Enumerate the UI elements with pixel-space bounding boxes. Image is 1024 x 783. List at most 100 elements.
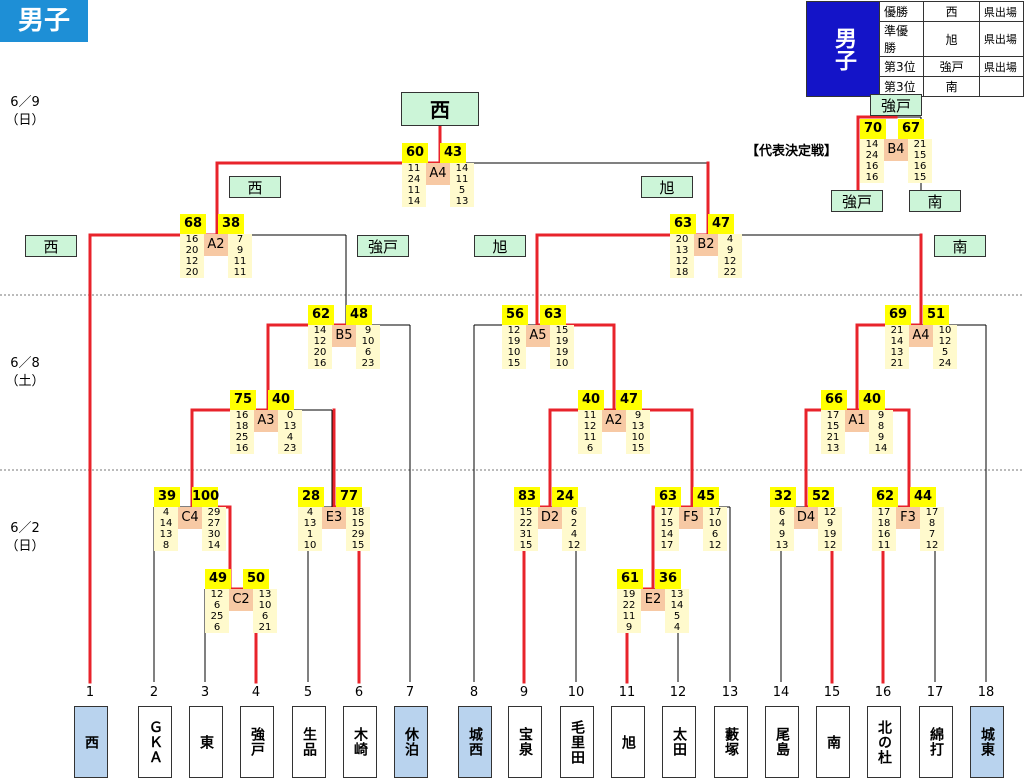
match-score-left: 75	[230, 390, 256, 410]
quarter-winner-1: 西	[25, 235, 77, 257]
match-score-right: 100	[192, 487, 219, 507]
team-number: 6	[354, 685, 364, 700]
match-score-right: 47	[616, 390, 642, 410]
team-number: 2	[149, 685, 159, 700]
match-score-right: 43	[440, 143, 466, 163]
team-name-box: 藪塚	[714, 706, 748, 778]
match-score-right: 47	[708, 214, 734, 234]
match-sets-left: 16 18 25 16	[230, 410, 254, 454]
team-name-box: 生品	[292, 706, 326, 778]
match-id: B2	[694, 234, 718, 256]
team-name-box: 毛里田	[560, 706, 594, 778]
match-sets-left: 11 12 11 6	[578, 410, 602, 454]
team-number: 7	[405, 685, 415, 700]
team-name-box: 宝泉	[508, 706, 542, 778]
legend-note: 県出場	[978, 56, 1024, 77]
team-name-box: 旭	[611, 706, 645, 778]
legend-team: 強戸	[923, 56, 980, 77]
match-id: A2	[602, 410, 626, 432]
match-sets-left: 12 19 10 15	[502, 325, 526, 369]
match-sets-right: 9 8 9 14	[869, 410, 893, 454]
team-name-box: 休泊	[394, 706, 428, 778]
match-score-right: 67	[898, 119, 924, 139]
match-sets-right: 0 13 4 23	[278, 410, 302, 454]
match-score-right: 45	[693, 487, 719, 507]
match-sets-right: 4 9 12 22	[718, 234, 742, 278]
champion-box: 西	[401, 92, 479, 126]
match-id: A3	[254, 410, 278, 432]
match-sets-right: 10 12 5 24	[933, 325, 957, 369]
match-score-right: 40	[859, 390, 885, 410]
match-score-right: 24	[552, 487, 578, 507]
match-sets-left: 15 22 31 15	[514, 507, 538, 551]
match-sets-left: 16 20 12 20	[180, 234, 204, 278]
semi-winner-right: 旭	[641, 176, 693, 198]
match-sets-right: 12 9 19 12	[818, 507, 842, 551]
match-score-left: 60	[402, 143, 428, 163]
date-label-3: 6／2（日）	[5, 521, 45, 554]
team-number: 18	[977, 685, 995, 700]
team-number: 14	[772, 685, 790, 700]
match-sets-right: 29 27 30 14	[202, 507, 226, 551]
match-sets-right: 7 9 11 11	[228, 234, 252, 278]
match-sets-right: 18 15 29 15	[346, 507, 370, 551]
team-number: 16	[874, 685, 892, 700]
match-score-left: 62	[872, 487, 898, 507]
match-id: B4	[884, 139, 908, 161]
match-score-left: 63	[655, 487, 681, 507]
match-score-right: 36	[655, 569, 681, 589]
team-name-box: 強戸	[240, 706, 274, 778]
semi-winner-left: 西	[229, 176, 281, 198]
legend-note: 県出場	[978, 1, 1024, 22]
match-id: C2	[229, 589, 253, 611]
playoff-team-left: 強戸	[831, 190, 883, 212]
quarter-winner-4: 南	[934, 235, 986, 257]
team-number: 9	[519, 685, 529, 700]
match-sets-left: 14 24 16 16	[860, 139, 884, 183]
match-id: A5	[526, 325, 550, 347]
match-score-left: 68	[180, 214, 206, 234]
match-sets-left: 17 15 21 13	[821, 410, 845, 454]
match-score-right: 50	[243, 569, 269, 589]
match-score-left: 28	[298, 487, 324, 507]
match-score-left: 61	[617, 569, 643, 589]
match-sets-left: 12 6 25 6	[205, 589, 229, 633]
legend-rank: 優勝	[878, 1, 925, 22]
team-name-box: 尾島	[765, 706, 799, 778]
match-score-right: 38	[218, 214, 244, 234]
playoff-team-right: 南	[909, 190, 961, 212]
match-id: D2	[538, 507, 562, 529]
legend-team: 南	[923, 76, 980, 97]
match-score-left: 69	[885, 305, 911, 325]
match-score-left: 83	[514, 487, 540, 507]
team-number: 4	[251, 685, 261, 700]
match-score-right: 44	[910, 487, 936, 507]
date-label-2: 6／8（土）	[5, 356, 45, 389]
team-name-box: 太田	[662, 706, 696, 778]
legend-header: 男子	[806, 1, 880, 97]
match-score-left: 39	[154, 487, 180, 507]
legend-note: 県出場	[978, 21, 1024, 57]
legend-rank: 第3位	[878, 76, 925, 97]
match-sets-left: 21 14 13 21	[885, 325, 909, 369]
match-score-left: 49	[205, 569, 231, 589]
match-score-right: 40	[268, 390, 294, 410]
match-id: A4	[909, 325, 933, 347]
team-number: 17	[926, 685, 944, 700]
match-sets-left: 20 13 12 18	[670, 234, 694, 278]
playoff-label: 【代表決定戦】	[746, 144, 838, 159]
match-sets-right: 21 15 16 15	[908, 139, 932, 183]
match-sets-left: 17 15 14 17	[655, 507, 679, 551]
team-name-box: 城東	[970, 706, 1004, 778]
legend-rank: 第3位	[878, 56, 925, 77]
match-sets-right: 17 10 6 12	[703, 507, 727, 551]
match-score-left: 63	[670, 214, 696, 234]
quarter-winner-2: 強戸	[357, 235, 409, 257]
team-name-box: 南	[816, 706, 850, 778]
match-sets-right: 13 10 6 21	[253, 589, 277, 633]
team-name-box: 東	[189, 706, 223, 778]
match-score-right: 77	[336, 487, 362, 507]
match-id: A2	[204, 234, 228, 256]
quarter-winner-3: 旭	[474, 235, 526, 257]
match-score-right: 51	[923, 305, 949, 325]
